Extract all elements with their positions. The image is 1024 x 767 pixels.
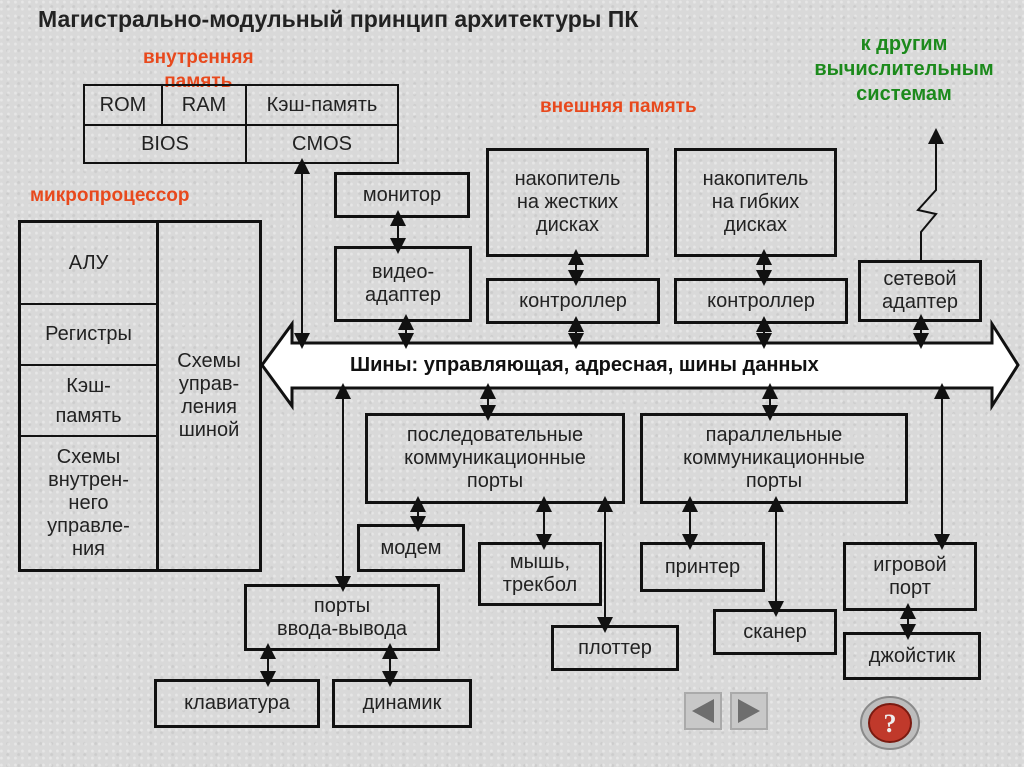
- cmos-cell: CMOS: [292, 132, 352, 155]
- parallel-ports-box: параллельные коммуникационные порты: [640, 413, 908, 504]
- video-adapter-box: видео- адаптер: [334, 246, 472, 322]
- internal-control-cell: Схемы внутрен- него управле- ния: [47, 445, 130, 560]
- alu-cell: АЛУ: [68, 251, 109, 274]
- hard-disk-box: накопитель на жестких дисках: [486, 148, 649, 257]
- question-mark-icon: ?: [860, 696, 920, 750]
- rom-cell: ROM: [99, 93, 147, 116]
- fdd-controller-box: контроллер: [674, 278, 848, 324]
- triangle-right-icon: [738, 699, 760, 723]
- other-systems-label: к другим вычислительным системам: [814, 33, 994, 105]
- hdd-controller-box: контроллер: [486, 278, 660, 324]
- internal-memory-label: внутренняя память: [143, 47, 254, 92]
- keyboard-box: клавиатура: [154, 679, 320, 728]
- speaker-box: динамик: [332, 679, 472, 728]
- monitor-box: монитор: [334, 172, 470, 218]
- bus-label: Шины: управляющая, адресная, шины данных: [350, 354, 819, 376]
- plotter-box: плоттер: [551, 625, 679, 671]
- io-ports-box: порты ввода-вывода: [244, 584, 440, 651]
- joystick-box: джойстик: [843, 632, 981, 680]
- cache-memory-cell: Кэш-память: [266, 93, 378, 116]
- next-slide-button[interactable]: [730, 692, 768, 730]
- scanner-box: сканер: [713, 609, 837, 655]
- floppy-disk-box: накопитель на гибких дисках: [674, 148, 837, 257]
- network-adapter-box: сетевой адаптер: [858, 260, 982, 322]
- cpu-block: АЛУ Регистры Кэш- память Схемы внутрен- …: [18, 220, 262, 572]
- system-bus-arrow: [260, 318, 1020, 412]
- help-button[interactable]: ?: [858, 694, 922, 752]
- cpu-cache-cell: Кэш- память: [55, 374, 122, 427]
- mouse-box: мышь, трекбол: [478, 542, 602, 606]
- internal-memory-table: ROM RAM Кэш-память BIOS CMOS: [83, 84, 399, 164]
- page-title: Магистрально-модульный принцип архитекту…: [38, 6, 639, 32]
- prev-slide-button[interactable]: [684, 692, 722, 730]
- triangle-left-icon: [692, 699, 714, 723]
- modem-box: модем: [357, 524, 465, 572]
- external-memory-label: внешняя память: [540, 96, 697, 117]
- registers-cell: Регистры: [45, 323, 132, 345]
- ram-cell: RAM: [181, 93, 227, 116]
- bus-control-cell: Схемы управ- ления шиной: [177, 350, 241, 441]
- microprocessor-label: микропроцессор: [30, 185, 190, 206]
- svg-text:?: ?: [884, 709, 897, 738]
- game-port-box: игровой порт: [843, 542, 977, 611]
- serial-ports-box: последовательные коммуникационные порты: [365, 413, 625, 504]
- bios-cell: BIOS: [141, 132, 189, 155]
- printer-box: принтер: [640, 542, 765, 592]
